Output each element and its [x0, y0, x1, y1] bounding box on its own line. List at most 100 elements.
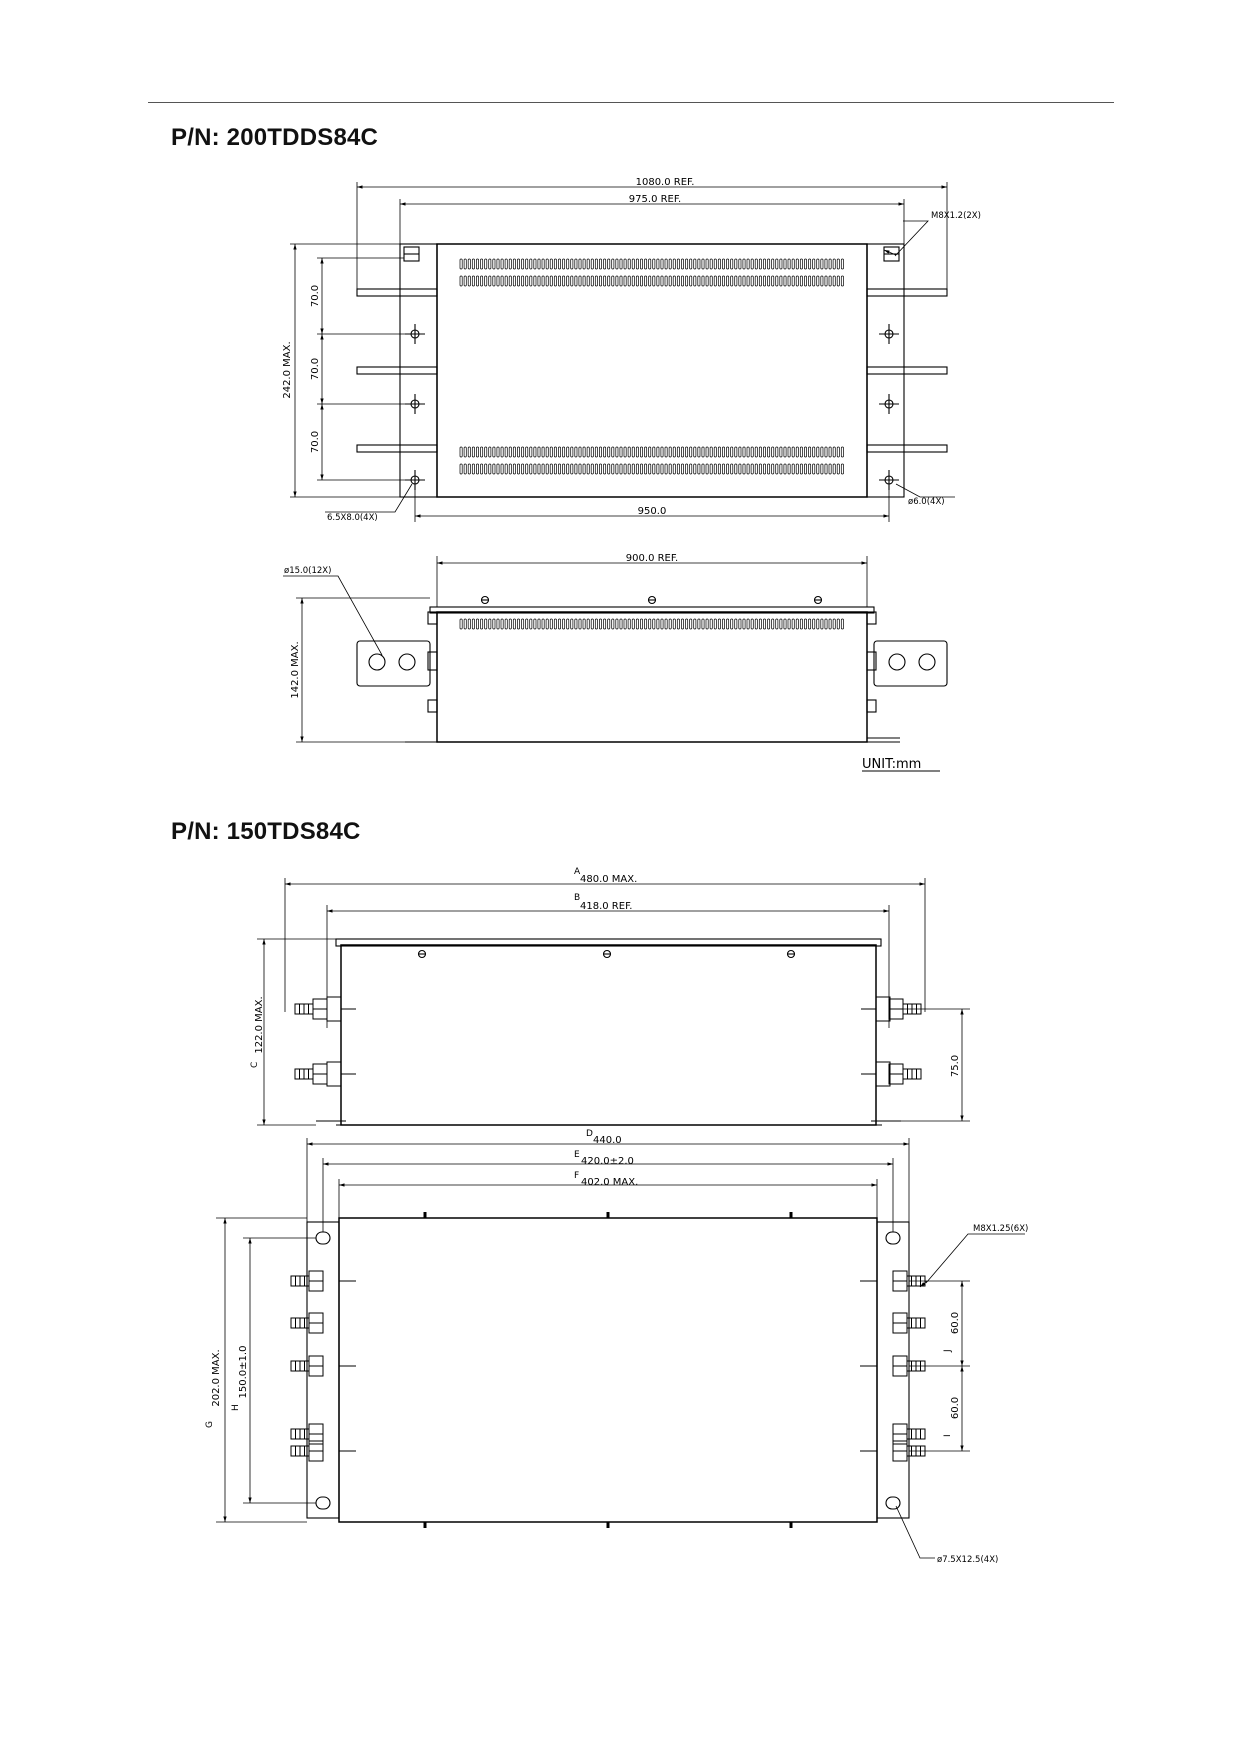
vent-slot	[840, 446, 844, 458]
vent-slot	[611, 463, 615, 475]
vent-slot	[763, 463, 766, 475]
vent-slot	[697, 258, 701, 270]
vent-slot	[537, 618, 541, 630]
vent-slot	[635, 463, 639, 475]
vent-slot	[726, 446, 730, 458]
vent-slot	[508, 463, 512, 475]
vent-slot	[676, 258, 680, 270]
vent-slot	[459, 618, 463, 630]
vent-slot	[824, 618, 828, 630]
vent-slot	[615, 446, 619, 458]
vent-slot	[697, 618, 701, 630]
vent-slot	[693, 275, 697, 287]
dim-slot: 6.5X8.0(4X)	[327, 513, 378, 523]
vent-slot	[553, 275, 557, 287]
dim-c-letter: C	[250, 1062, 260, 1068]
vent-slot	[763, 618, 766, 630]
vent-slot	[783, 275, 787, 287]
vent-slot	[795, 275, 799, 287]
terminal-stud	[892, 1423, 926, 1445]
vent-slot	[763, 446, 766, 458]
vent-slot	[558, 463, 561, 475]
vent-slot	[754, 275, 758, 287]
dim-lines-top	[290, 182, 955, 522]
vent-slot	[668, 463, 672, 475]
vent-slot	[582, 463, 586, 475]
vent-slot	[508, 618, 512, 630]
vent-slot	[738, 446, 742, 458]
vent-slot	[832, 463, 836, 475]
vent-slot	[758, 463, 762, 475]
vent-slot	[742, 275, 746, 287]
vent-slot	[832, 618, 836, 630]
vent-slot	[644, 463, 648, 475]
vent-slot	[656, 446, 660, 458]
vent-slot	[709, 463, 713, 475]
vent-slot	[640, 446, 643, 458]
vent-slot	[541, 618, 545, 630]
vent-slot	[599, 446, 602, 458]
vent-slot	[635, 275, 639, 287]
vent-slot	[783, 463, 787, 475]
vent-slot	[537, 275, 541, 287]
vent-slot	[619, 463, 623, 475]
vent-slot	[685, 463, 689, 475]
vent-slot	[459, 275, 463, 287]
vent-slot	[529, 446, 533, 458]
vent-slot	[808, 618, 812, 630]
vent-slot	[599, 618, 602, 630]
vent-slot	[685, 275, 689, 287]
vent-slot	[664, 618, 668, 630]
filter2-side-dims	[257, 878, 970, 1126]
vent-slot	[799, 275, 803, 287]
vent-slot	[623, 463, 627, 475]
vent-slot	[471, 446, 475, 458]
dim-lines-side	[283, 556, 868, 743]
vent-slot	[594, 618, 598, 630]
dim-height-75: 75.0	[950, 1055, 961, 1077]
vent-slot	[545, 258, 549, 270]
vent-slot	[713, 618, 717, 630]
vent-slot	[631, 258, 635, 270]
vent-slot	[722, 258, 725, 270]
vent-slot	[738, 258, 742, 270]
part-number-150tds84c: P/N: 150TDS84C	[171, 818, 361, 845]
dim-body-length: 950.0	[638, 506, 667, 517]
vent-slot	[767, 463, 771, 475]
vent-slot	[672, 275, 676, 287]
vent-slot	[660, 618, 664, 630]
dim-h-value: 150.0±1.0	[238, 1346, 249, 1399]
vent-slot	[668, 258, 672, 270]
vent-slots-side	[459, 618, 844, 630]
vent-slot	[824, 258, 828, 270]
vent-slot	[529, 618, 533, 630]
vent-slot	[652, 275, 656, 287]
vent-slot	[722, 618, 725, 630]
vent-slot	[459, 463, 463, 475]
vent-slot	[828, 275, 832, 287]
vent-slot	[480, 463, 484, 475]
dim-a-value: 480.0 MAX.	[580, 874, 637, 885]
vent-slot	[652, 463, 656, 475]
vent-slot	[512, 275, 516, 287]
filter2-top-terminals	[290, 1270, 926, 1462]
dim-hole: ø6.0(4X)	[908, 497, 945, 507]
vent-slot	[717, 618, 721, 630]
vent-slot	[668, 446, 672, 458]
vent-slot	[603, 275, 607, 287]
vent-slot	[611, 275, 615, 287]
part-number-200tdds84c: P/N: 200TDDS84C	[171, 124, 379, 151]
vent-slot	[791, 463, 795, 475]
vent-slot	[459, 446, 463, 458]
dim-mount-span: 975.0 REF.	[629, 194, 681, 205]
vent-slot	[640, 258, 643, 270]
vent-slot	[660, 446, 664, 458]
vent-slot	[566, 258, 570, 270]
vent-slot	[812, 258, 816, 270]
vent-slot	[771, 446, 775, 458]
vent-slot	[816, 618, 820, 630]
vent-slot	[558, 258, 561, 270]
vent-slot	[656, 275, 660, 287]
vent-slot	[533, 258, 537, 270]
terminal-stud	[290, 1312, 324, 1334]
